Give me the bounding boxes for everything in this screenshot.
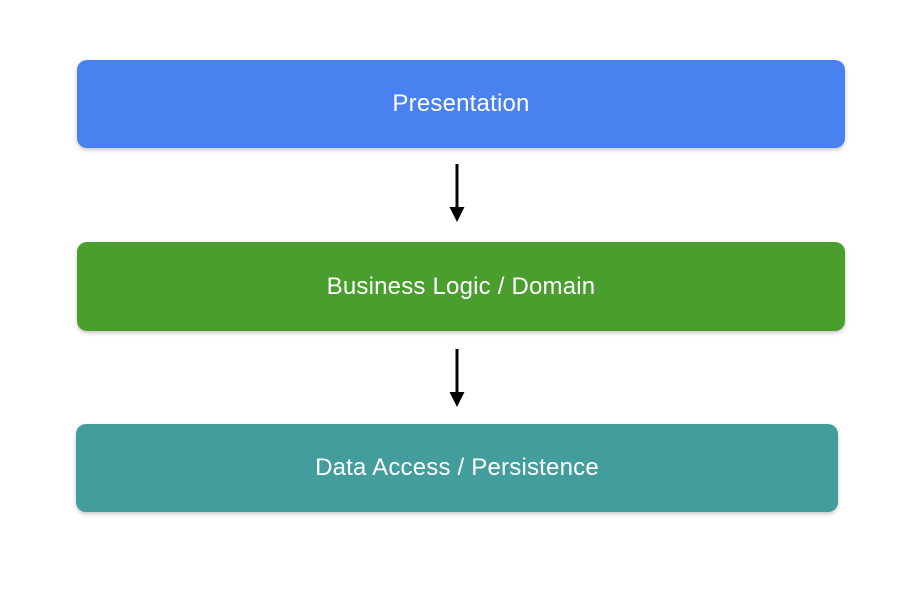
layer-label-business-logic: Business Logic / Domain — [326, 272, 596, 300]
layer-label-data-access: Data Access / Persistence — [315, 454, 599, 481]
down-arrow-icon — [449, 164, 465, 222]
down-arrow-icon — [449, 349, 465, 407]
layer-box-presentation: Presentation — [77, 60, 845, 148]
layer-box-business-logic: Business Logic / Domain — [77, 242, 845, 331]
layer-box-data-access: Data Access / Persistence — [76, 424, 838, 512]
layer-label-presentation: Presentation — [392, 90, 530, 117]
